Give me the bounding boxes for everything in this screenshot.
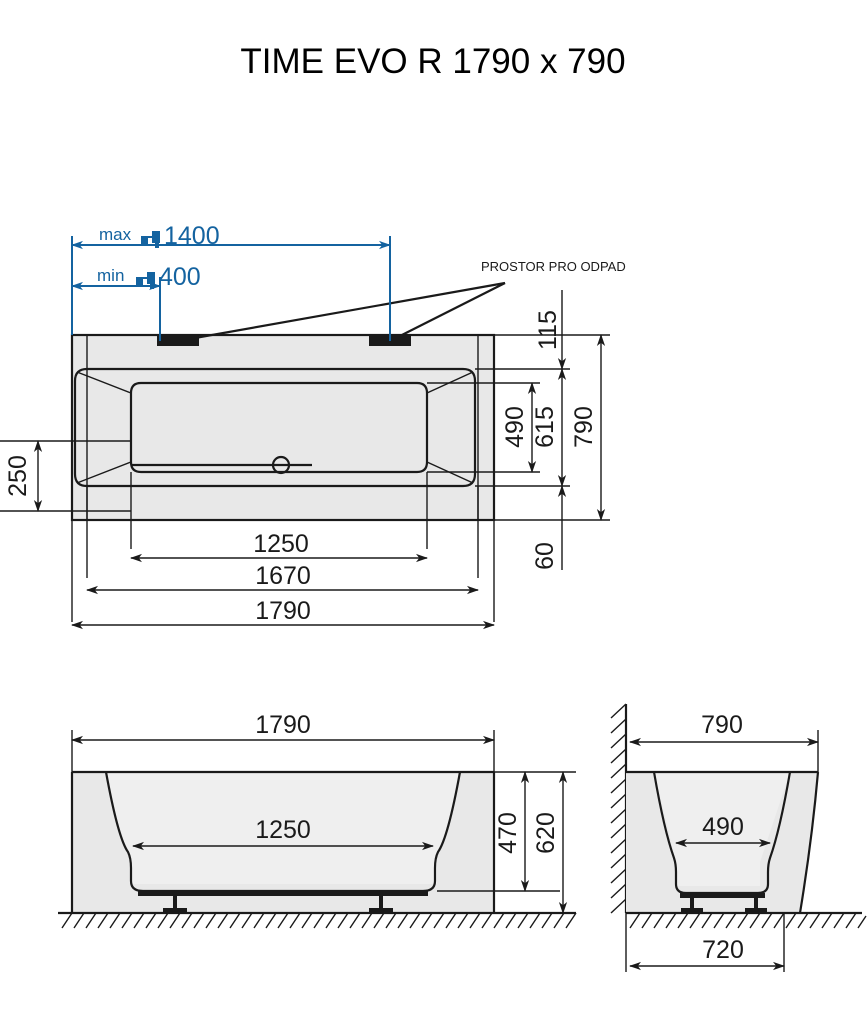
plan-view: PROSTOR PRO ODPAD max 1400 min 400 115 <box>0 222 626 630</box>
side-elevation-view: 790 490 720 <box>610 703 867 972</box>
plan-outer-rim <box>70 333 496 522</box>
plan-taper-bl <box>76 461 132 484</box>
front-elevation-view: 1790 1250 470 620 <box>58 711 577 929</box>
front-floor-hatching <box>61 912 577 929</box>
front-dim-470-text: 470 <box>494 812 522 854</box>
plan-inner-basin <box>129 381 429 474</box>
leader-line-right <box>389 282 506 342</box>
side-base-slab <box>680 893 765 898</box>
plan-body-fill <box>72 335 494 520</box>
plan-dim-1790-text: 1790 <box>255 597 311 625</box>
side-dim-720-text: 720 <box>702 936 744 964</box>
side-dim-490-text: 490 <box>702 813 744 841</box>
side-dim-790-text: 790 <box>701 711 743 739</box>
front-tub-inner-fill <box>106 772 460 884</box>
plan-dim-490-text: 490 <box>501 406 529 448</box>
side-leg-left-foot <box>681 908 703 913</box>
plan-dim-115-text: 115 <box>534 310 562 350</box>
side-wall-hatching <box>610 703 627 914</box>
front-dim-1790-text: 1790 <box>255 711 311 739</box>
front-dim-1250-text: 1250 <box>255 816 311 844</box>
plan-dim-790-text: 790 <box>570 406 598 448</box>
side-floor-hatching <box>629 912 867 929</box>
front-leg-right-foot <box>369 908 393 913</box>
faucet-max-prefix: max <box>99 225 132 244</box>
plan-dim-1670-text: 1670 <box>255 562 311 590</box>
faucet-max-value: 1400 <box>164 222 220 250</box>
side-leg-left-post <box>690 898 694 913</box>
plan-tub-outer-shell <box>73 367 477 488</box>
front-tub-left-curve <box>104 771 133 881</box>
plan-dim-1250-text: 1250 <box>253 530 309 558</box>
plan-dim-60-text: 60 <box>531 542 559 570</box>
side-tub-inner-fill <box>654 772 790 886</box>
plan-dim-250-text: 250 <box>4 455 32 497</box>
faucet-min-value: 400 <box>159 263 201 291</box>
front-leg-right-post <box>379 896 383 913</box>
faucet-min-prefix: min <box>97 266 124 285</box>
front-base-slab <box>138 891 428 896</box>
faucet-icon-max <box>141 231 160 248</box>
leader-line-left <box>177 281 506 343</box>
plan-drain-circle <box>271 455 291 475</box>
front-leg-left-foot <box>163 908 187 913</box>
page-title: TIME EVO R 1790 x 790 <box>240 42 625 81</box>
front-dim-620-text: 620 <box>532 812 560 854</box>
faucet-icon-min <box>136 272 155 289</box>
side-leg-right-foot <box>745 908 767 913</box>
drain-space-label: PROSTOR PRO ODPAD <box>481 259 626 274</box>
front-tub-right-curve <box>433 771 462 881</box>
plan-taper-tl <box>76 371 132 394</box>
side-leg-right-post <box>754 898 758 913</box>
side-outer-right-wall <box>798 771 820 914</box>
front-leg-left-post <box>173 896 177 913</box>
side-tub-right-curve <box>766 771 792 884</box>
side-tub-left-curve <box>652 771 678 884</box>
plan-dim-615-text: 615 <box>531 406 559 448</box>
